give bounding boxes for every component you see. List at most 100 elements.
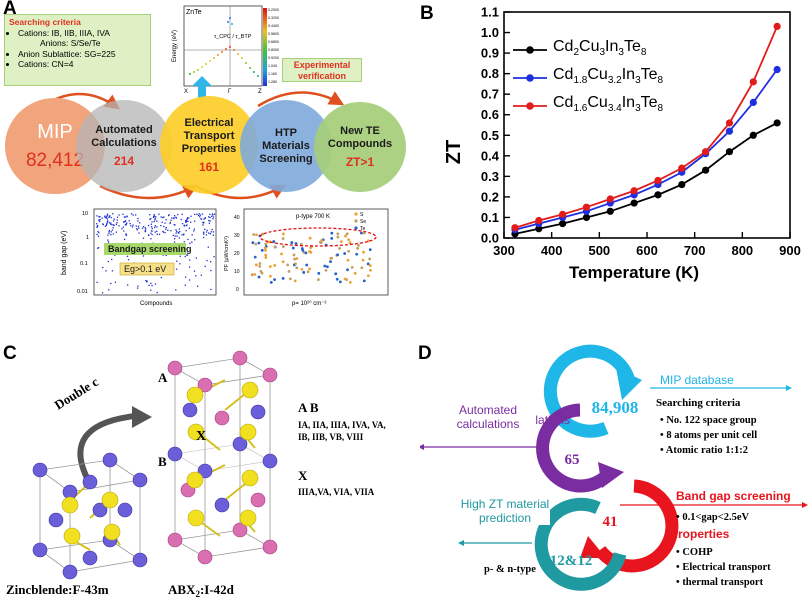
pf-dot <box>368 248 372 252</box>
bandgap-dot <box>213 256 215 258</box>
pf-dot <box>356 247 360 250</box>
bandgap-dot <box>110 234 112 236</box>
x-tick-label: 800 <box>731 243 753 258</box>
bandgap-dot <box>145 228 147 230</box>
bandgap-dot <box>99 216 101 218</box>
bandgap-dot <box>152 216 155 219</box>
bandgap-dot <box>165 218 167 221</box>
pf-dot <box>295 266 299 270</box>
pf-dot <box>300 267 304 271</box>
bandgap-dot <box>144 230 147 232</box>
legend-entry: Cd1.6Cu3.4In3Te8 <box>513 92 663 120</box>
bandgap-dot <box>153 215 156 217</box>
crystal-structures: Double c Zincblende:F-43m <box>6 350 386 599</box>
series-point-0 <box>773 119 781 127</box>
series-line-0 <box>514 122 778 235</box>
mip-database-label: MIP database <box>660 373 734 387</box>
site-x-label: X <box>196 429 206 444</box>
bandgap-dot <box>179 255 181 257</box>
legend-swatch <box>513 74 547 83</box>
ring-cyan <box>543 344 637 438</box>
bandgap-dot <box>173 241 176 243</box>
bandgap-dot <box>209 232 211 235</box>
pf-legend: S <box>360 212 364 218</box>
y-tick-label: 0.8 <box>481 66 499 81</box>
bandgap-dot <box>112 220 115 222</box>
panel-b-letter: B <box>420 3 434 24</box>
series-point-0 <box>654 191 662 199</box>
bandgap-dot <box>149 218 151 221</box>
bandgap-dot <box>186 217 189 219</box>
bandgap-dot <box>193 228 196 230</box>
bandgap-dot <box>102 223 104 226</box>
svg-text:1.160: 1.160 <box>268 72 277 76</box>
pf-dot <box>339 240 343 244</box>
bandgap-dot <box>125 223 127 225</box>
legend-swatch <box>513 102 547 111</box>
pf-dot <box>362 231 366 235</box>
bandgap-dot <box>106 222 108 224</box>
bandgap-dot <box>112 233 114 235</box>
bandgap-dot <box>183 224 185 226</box>
bandgap-dot <box>175 232 177 234</box>
pn-type: p- & n-type <box>484 564 536 575</box>
bandgap-dot <box>208 232 210 234</box>
bandgap-dot <box>123 230 125 232</box>
series-point-2 <box>606 195 614 203</box>
pf-dot <box>305 263 309 267</box>
bandgap-dot <box>96 223 98 225</box>
series-point-0 <box>725 148 734 156</box>
bandgap-dot <box>124 216 126 218</box>
bandgap-dot <box>97 235 100 237</box>
bandgap-dot <box>188 217 190 219</box>
bandgap-dot <box>188 266 191 268</box>
bandgap-dot <box>158 233 161 236</box>
bandgap-dot <box>186 219 188 221</box>
bandgap-dot <box>104 215 106 217</box>
bandgap-dot <box>211 228 213 231</box>
pf-legend: Te <box>360 226 366 232</box>
bandgap-dot <box>203 218 205 220</box>
number-84908: 84,908 <box>592 398 639 417</box>
bandgap-dot <box>161 221 163 223</box>
bandgap-dot <box>154 226 156 229</box>
pf-dot <box>280 252 283 256</box>
pf-dot <box>306 270 310 274</box>
electrical-value: 161 <box>198 159 220 174</box>
bandgap-dot <box>163 225 165 228</box>
bandgap-dot <box>105 217 108 219</box>
high-zt-prediction-label: High ZT material prediction <box>460 497 550 525</box>
bandgap-dot <box>124 220 127 222</box>
pf-dot <box>343 277 347 281</box>
bandgap-dot <box>156 226 158 228</box>
bandgap-dot <box>196 285 199 287</box>
pf-dot <box>368 264 372 267</box>
pf-dot <box>338 246 341 250</box>
bandgap-dot <box>106 218 108 220</box>
bandgap-dot <box>108 215 111 217</box>
bandgap-dot <box>210 288 212 291</box>
pf-dot <box>250 273 254 277</box>
pf-dot <box>309 251 313 254</box>
pf-dot <box>293 279 297 283</box>
bandgap-dot <box>112 224 115 226</box>
legend-label: Cd1.8Cu3.2In3Te8 <box>553 66 664 87</box>
inset-xtick: Γ <box>228 89 232 94</box>
bandgap-dot <box>106 214 108 217</box>
bandgap-dot <box>160 224 162 227</box>
bandgap-dot <box>96 226 98 228</box>
zincblende-caption: Zincblende:F-43m <box>6 582 109 597</box>
bandgap-dot <box>107 234 109 236</box>
pf-dot <box>355 252 359 256</box>
bandgap-dot <box>178 237 180 239</box>
series-point-1 <box>725 127 734 135</box>
series-point-2 <box>725 119 734 127</box>
bandgap-dot <box>150 230 153 232</box>
series-point-1 <box>749 98 757 106</box>
bandgap-dot <box>184 276 187 278</box>
bandgap-dot <box>176 260 178 262</box>
bandgap-dot <box>154 231 156 233</box>
bandgap-dot <box>165 228 167 230</box>
bandgap-dot <box>111 270 114 272</box>
